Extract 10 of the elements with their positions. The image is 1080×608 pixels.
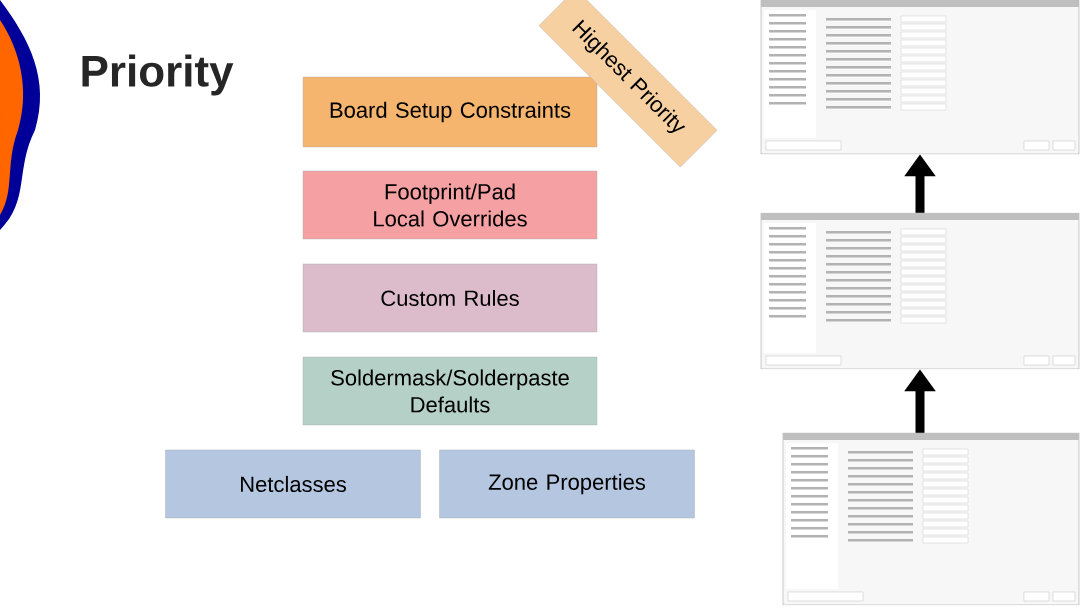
priority-box: Custom Rules	[302, 263, 598, 333]
priority-box: Board Setup Constraints	[302, 76, 598, 148]
dialog-screenshot-drawing	[760, 0, 1080, 155]
dialog-screenshot-drawing	[760, 212, 1080, 370]
dialog-screenshot-drawing	[782, 432, 1080, 606]
priority-box: Footprint/Pad Local Overrides	[302, 170, 598, 240]
priority-box: Zone Properties	[439, 449, 695, 519]
priority-box: Netclasses	[165, 449, 421, 519]
slide-title: Priority	[82, 54, 234, 96]
priority-box: Soldermask/Solderpaste Defaults	[302, 356, 598, 426]
